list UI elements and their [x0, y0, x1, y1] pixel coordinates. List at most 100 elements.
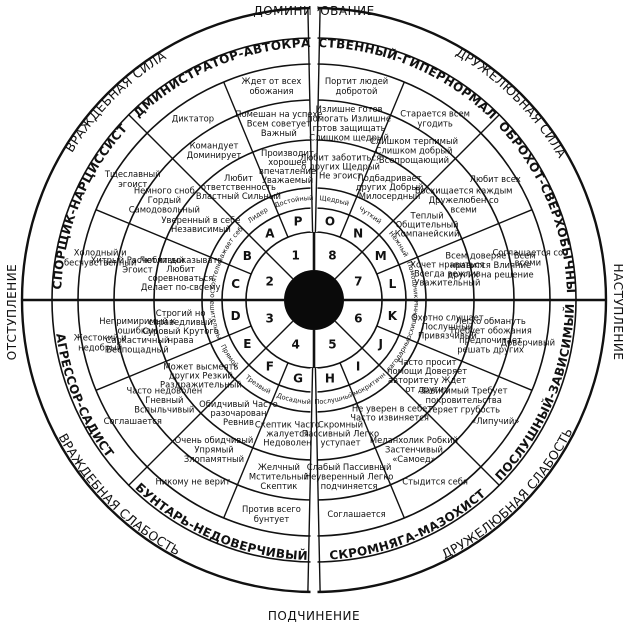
subsector-spoke-6 [95, 209, 252, 275]
octant-6-letter-right: J [377, 337, 382, 351]
octant-8-letter-left: O [325, 215, 335, 229]
octant-6-outer-left: Доверчивый [501, 338, 555, 348]
octant-4-outer-right: Никому не верит [155, 476, 230, 486]
axis-label-left: ОТСТУПЛЕНИЕ [5, 264, 19, 361]
axis-label-bottom: ПОДЧИНЕНИЕ [268, 609, 360, 623]
octant-spoke-7 [128, 114, 294, 280]
octant-4-number: 4 [291, 337, 299, 351]
octant-spoke-3 [334, 320, 500, 486]
subsector-spoke-0 [339, 81, 405, 238]
octant-8-small-left: Щедрый [319, 194, 350, 208]
axis-gap-edge-1 [307, 8, 314, 233]
subsector-spoke-1 [376, 209, 533, 275]
octant-3-letter-right: D [231, 309, 241, 323]
axis-gap-edge-4 [307, 367, 314, 592]
octant-2-letter-left: C [231, 277, 240, 291]
octant-6-letter-left: K [388, 309, 398, 323]
octant-5-outer-left: Стыдится себя [402, 476, 468, 486]
subsector-spoke-2 [376, 325, 533, 391]
octant-7-outer-left: Любит всех [470, 174, 521, 184]
octant-8-letter-right: N [353, 226, 363, 240]
octant-2-letter-right: B [243, 249, 252, 263]
center-disc [284, 270, 344, 330]
octant-4-small-right: Трезвый [243, 373, 272, 396]
octant-5-number: 5 [328, 337, 336, 351]
octant-8-type-label: ОТВЕТСТВЕННЫЙ-ГИПЕРНОРМАЛЬНЫЙ [0, 0, 499, 122]
subsector-spoke-3 [339, 362, 405, 519]
octant-1-number: 1 [291, 249, 299, 263]
octant-5-letter-right: H [325, 371, 335, 385]
octant-8-number: 8 [328, 249, 336, 263]
octant-4-letter-right: F [266, 360, 274, 374]
axis-gap-edge-2 [314, 8, 321, 233]
octant-5-letter-left: I [356, 360, 360, 374]
octant-spoke-1 [334, 114, 500, 280]
octant-7-number: 7 [354, 275, 362, 289]
octant-3-number: 3 [265, 311, 273, 325]
octant-5-outer-right: Соглашается [327, 509, 385, 519]
octant-5-small-right: Послушный [314, 390, 355, 406]
octant-1-letter-right: P [294, 215, 303, 229]
octant-2-number: 2 [265, 275, 273, 289]
octant-7-letter-right: L [389, 277, 397, 291]
octant-1-letter-left: A [265, 226, 275, 240]
octant-4-small-left: Досадный [276, 391, 311, 406]
subsector-spoke-4 [223, 362, 289, 519]
octant-spoke-5 [128, 320, 294, 486]
octant-6-number: 6 [354, 311, 362, 325]
octant-3-letter-left: E [243, 337, 251, 351]
octant-1-outer-left: Диктатор [172, 114, 214, 124]
spokes-group [22, 6, 606, 594]
subsector-spoke-7 [223, 81, 289, 238]
axis-gap-edge-3 [314, 367, 321, 592]
octant-7-letter-left: M [375, 249, 387, 263]
axis-label-right: НАСТУПЛЕНИЕ [611, 264, 625, 361]
octant-6-outer-right: «Липучий» [471, 416, 519, 426]
octant-4-letter-left: G [293, 371, 303, 385]
subsector-spoke-5 [95, 325, 252, 391]
octant-3-outer-left: Соглашается [104, 416, 162, 426]
